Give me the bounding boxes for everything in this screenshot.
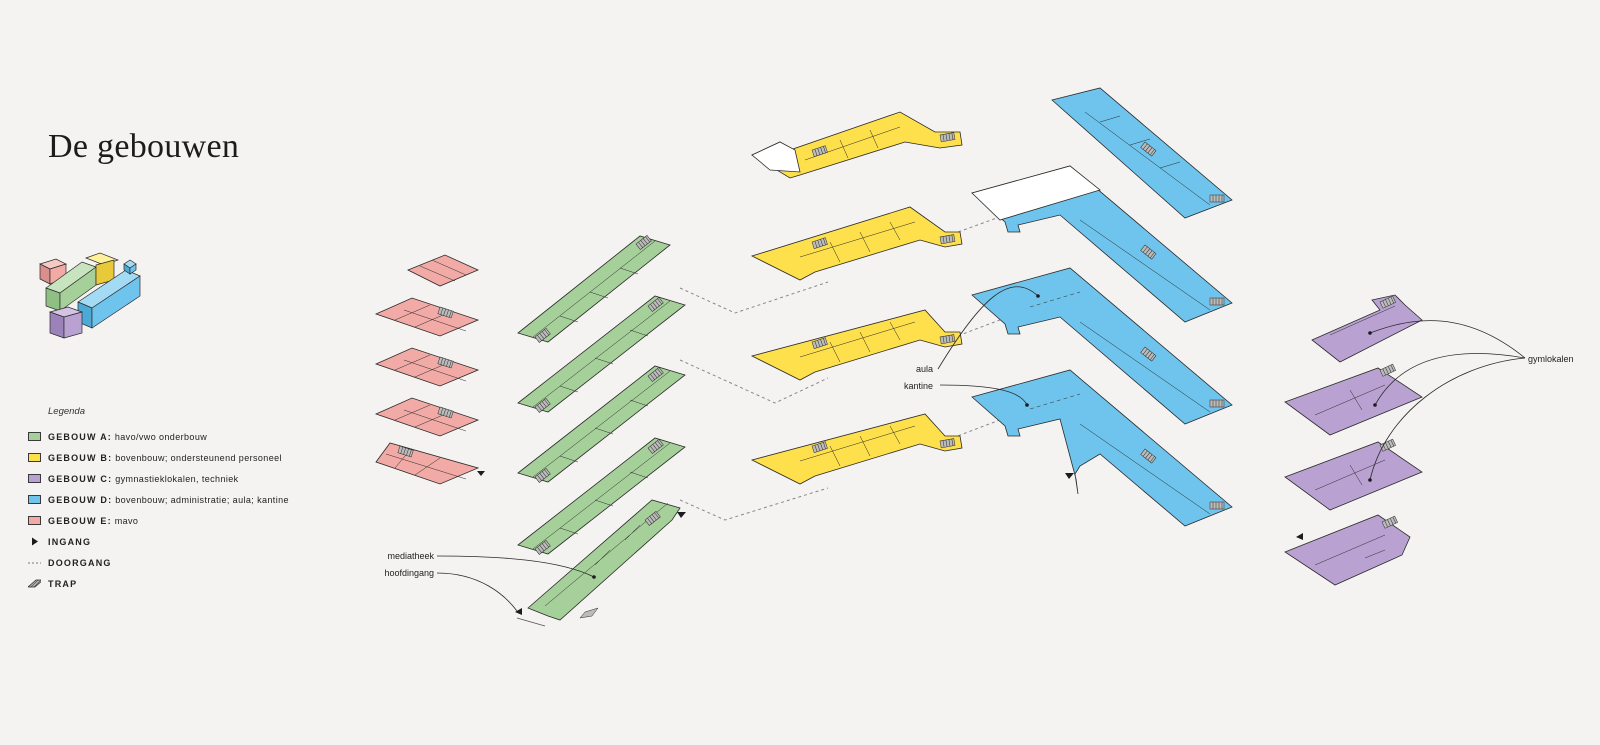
building-d-ground-floor — [971, 369, 1233, 527]
label-gymlokalen: gymlokalen — [1528, 354, 1574, 364]
building-c-floor — [1311, 294, 1423, 363]
legend-swatch-pink — [28, 516, 41, 525]
building-a-floor — [517, 437, 686, 556]
label-hoofdingang: hoofdingang — [384, 568, 434, 578]
building-e-floors — [374, 254, 485, 485]
building-c-floors — [1284, 294, 1423, 586]
entrance-arrow-icon — [1296, 533, 1303, 540]
building-e-floor — [375, 442, 480, 485]
legend-item-gebouw-a: GEBOUW A: havo/vwo onderbouw — [28, 426, 289, 447]
building-b-floor — [750, 413, 963, 485]
legend: Legenda GEBOUW A: havo/vwo onderbouw GEB… — [28, 406, 289, 594]
building-d-floors — [971, 87, 1233, 527]
legend-item-trap: TRAP — [28, 573, 289, 594]
building-b-floor — [751, 111, 963, 179]
entrance-arrow-icon — [477, 471, 485, 476]
legend-swatch-blue — [28, 495, 41, 504]
label-mediatheek: mediatheek — [387, 551, 434, 561]
legend-swatch-purple — [28, 474, 41, 483]
callout-dots — [592, 294, 1377, 579]
legend-swatch-green — [28, 432, 41, 441]
legend-item-doorgang: DOORGANG — [28, 552, 289, 573]
legend-item-ingang: INGANG — [28, 531, 289, 552]
stairs-icon — [28, 579, 41, 588]
building-a-floors — [515, 234, 686, 627]
building-d-floor — [971, 165, 1233, 323]
legend-item-gebouw-e: GEBOUW E: mavo — [28, 510, 289, 531]
label-aula: aula — [916, 364, 933, 374]
legend-item-gebouw-d: GEBOUW D: bovenbouw; administratie; aula… — [28, 489, 289, 510]
building-c-floor — [1284, 438, 1423, 511]
building-a-floor — [517, 234, 671, 344]
building-a-ground-floor — [527, 499, 681, 621]
building-c-ground-floor — [1284, 514, 1411, 586]
entrance-arrow-icon — [28, 537, 41, 546]
legend-title: Legenda — [48, 406, 85, 417]
building-b-floor — [750, 206, 963, 281]
building-e-floor — [374, 347, 480, 387]
entrance-arrow-icon — [677, 512, 686, 518]
building-b-floor — [750, 309, 963, 381]
legend-item-gebouw-b: GEBOUW B: bovenbouw; ondersteunend perso… — [28, 447, 289, 468]
main-entrance-arrow-icon — [515, 608, 522, 615]
building-e-floor — [407, 254, 479, 287]
building-overview-illustration — [39, 252, 141, 339]
page-title: De gebouwen — [48, 128, 240, 165]
legend-swatch-yellow — [28, 453, 41, 462]
entrance-arrow-icon — [1065, 473, 1074, 479]
building-e-floor — [374, 297, 480, 337]
passage-lines — [679, 214, 1006, 521]
callout-lines — [436, 286, 1526, 612]
label-kantine: kantine — [904, 381, 933, 391]
building-e-floor — [374, 397, 480, 437]
building-b-floors — [750, 111, 963, 485]
building-d-floor — [971, 267, 1233, 425]
building-c-floor — [1284, 363, 1423, 436]
building-a-floor — [517, 295, 686, 414]
building-d-floor — [1051, 87, 1233, 219]
building-a-floor — [517, 365, 686, 484]
legend-item-gebouw-c: GEBOUW C: gymnastieklokalen, techniek — [28, 468, 289, 489]
